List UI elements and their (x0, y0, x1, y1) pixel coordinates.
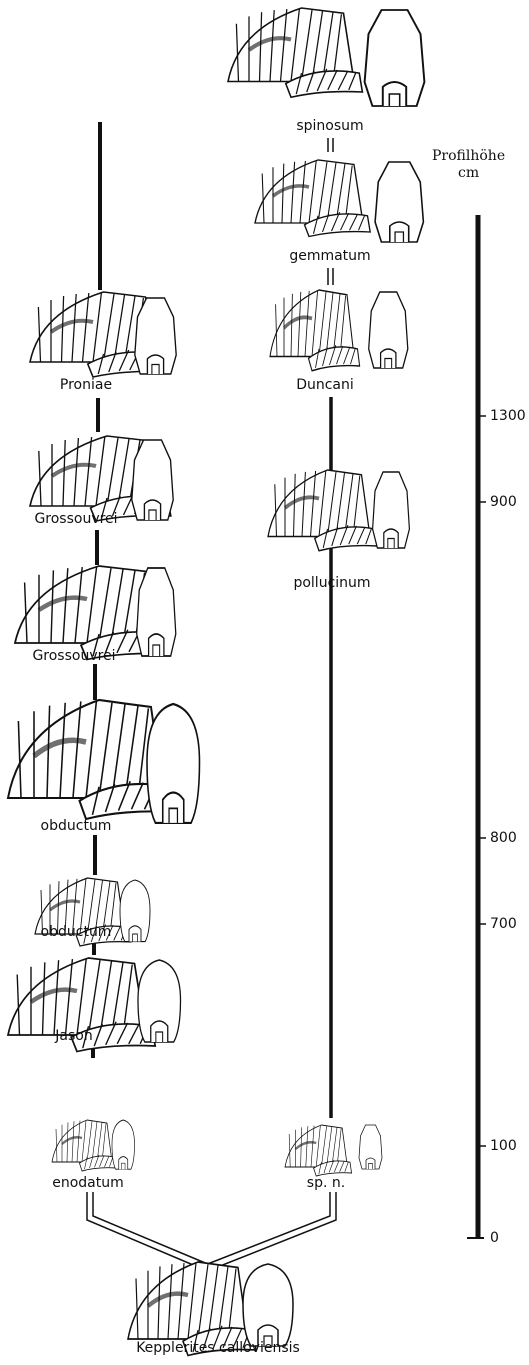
scale-tick-label: 0 (490, 1230, 499, 1246)
scale-tick-label: 900 (490, 494, 517, 510)
taxon-label-gemmatum: gemmatum (289, 248, 370, 264)
specimen-spinosum (228, 8, 424, 106)
scale-title-text: Profilhöhe (432, 148, 505, 165)
taxon-label-obductum-lower: obductum (41, 924, 112, 940)
specimen-duncani (270, 290, 408, 371)
scale-tick-label: 100 (490, 1138, 517, 1154)
taxon-label-duncani: Duncani (296, 377, 354, 393)
scale-unit-text: cm (432, 165, 505, 182)
specimen-grossouvrei-lower (15, 566, 176, 660)
ancestor-connectors (87, 1192, 336, 1270)
specimen-pollucinum (268, 470, 409, 551)
right-lineage-line (328, 138, 333, 1118)
specimen-sp-n (285, 1125, 382, 1176)
taxon-label-proniae: Proniae (60, 377, 112, 393)
taxon-label-grossouvrei-upper: Grossouvrei (34, 511, 117, 527)
taxon-label-spinosum: spinosum (296, 118, 363, 134)
specimen-gemmatum (255, 160, 423, 242)
taxon-label-sp-n: sp. n. (307, 1175, 345, 1191)
specimen-enodatum (52, 1120, 135, 1171)
specimen-obductum-upper (8, 700, 200, 823)
taxon-label-kepplerites-calloviensis: Kepplerites calloviensis (136, 1340, 300, 1356)
taxon-label-enodatum: enodatum (52, 1175, 124, 1191)
specimen-proniae (30, 292, 176, 377)
scale-tick-label: 800 (490, 830, 517, 846)
specimen-jason (8, 958, 181, 1052)
taxon-label-obductum-upper: obductum (41, 818, 112, 834)
scale-tick-label: 700 (490, 916, 517, 932)
taxon-label-jason: Jason (55, 1028, 92, 1044)
taxon-label-pollucinum: pollucinum (293, 575, 370, 591)
scale-title: Profilhöhe cm (432, 148, 505, 182)
taxon-label-grossouvrei-lower: Grossouvrei (32, 648, 115, 664)
scale-bar (467, 215, 486, 1238)
specimen-grossouvrei-upper (30, 436, 173, 521)
scale-tick-label: 1300 (490, 408, 526, 424)
